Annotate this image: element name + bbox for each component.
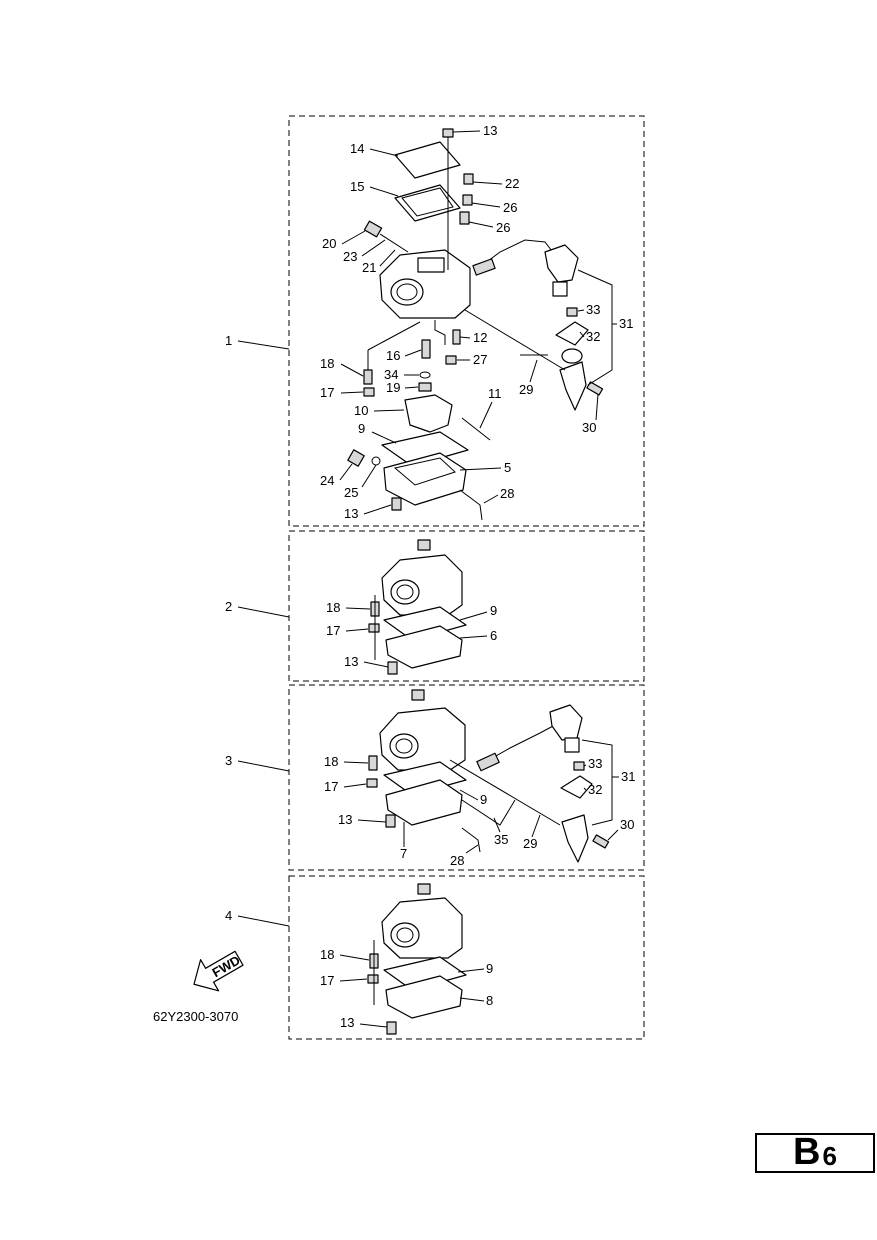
group-label: 3 <box>225 753 232 768</box>
callout-label: 32 <box>586 329 600 344</box>
choke-lever-part <box>561 814 589 863</box>
callout-label: 29 <box>523 836 537 851</box>
spring-part <box>459 211 470 225</box>
callout-label: 31 <box>619 316 633 331</box>
callout-label: 17 <box>326 623 340 638</box>
float-chamber-part <box>385 779 463 826</box>
callout-label: 28 <box>500 486 514 501</box>
callout-label: 9 <box>358 421 365 436</box>
choke-cable-part <box>479 239 556 268</box>
figure-code: 62Y2300-3070 <box>153 1009 238 1024</box>
callout-label: 13 <box>483 123 497 138</box>
cover-plate-part <box>394 141 461 179</box>
callout-label: 30 <box>582 420 596 435</box>
group-labels: 1 2 3 4 <box>225 333 290 927</box>
callout-label: 29 <box>519 382 533 397</box>
callout-label: 5 <box>504 460 511 475</box>
callout-label: 8 <box>486 993 493 1008</box>
callout-label: 11 <box>488 386 502 401</box>
group-box-4 <box>288 875 645 1040</box>
group-box-3 <box>288 684 645 871</box>
group-box-2 <box>288 530 645 682</box>
callout-label: 26 <box>496 220 510 235</box>
callout-label: 18 <box>326 600 340 615</box>
callout-label: 12 <box>473 330 487 345</box>
choke-lever-part <box>559 361 587 411</box>
callout-label: 30 <box>620 817 634 832</box>
callout-label: 13 <box>344 654 358 669</box>
callout-label: 24 <box>320 473 334 488</box>
callout-label: 34 <box>384 367 398 382</box>
page-code-letter: B <box>793 1131 821 1173</box>
choke-plunger-part <box>549 704 583 741</box>
page-code-number: 6 <box>822 1141 837 1171</box>
callout-label: 33 <box>586 302 600 317</box>
callout-label: 32 <box>588 782 602 797</box>
callout-label: 16 <box>386 348 400 363</box>
callouts-group-4: 18 9 17 8 13 <box>320 947 493 1030</box>
spring-part <box>462 194 473 206</box>
screw-part <box>442 128 454 138</box>
callout-label: 18 <box>320 947 334 962</box>
callout-label: 17 <box>320 385 334 400</box>
callout-label: 14 <box>350 141 364 156</box>
group-box-1 <box>288 115 645 527</box>
callout-label: 35 <box>494 832 508 847</box>
callout-label: 22 <box>505 176 519 191</box>
callout-label: 13 <box>344 506 358 521</box>
callout-label: 13 <box>340 1015 354 1030</box>
callout-label: 9 <box>480 792 487 807</box>
float-gasket-part <box>383 606 467 641</box>
callout-label: 6 <box>490 628 497 643</box>
group-3-parts <box>366 689 610 863</box>
float-gasket-part <box>381 431 469 467</box>
callout-label: 26 <box>503 200 517 215</box>
callout-label: 7 <box>400 846 407 861</box>
callout-label: 20 <box>322 236 336 251</box>
fwd-arrow-icon: FWD <box>193 950 244 992</box>
group-1-parts <box>347 128 604 521</box>
callouts-group-2: 18 9 17 6 13 <box>326 600 497 669</box>
callout-label: 17 <box>320 973 334 988</box>
callout-label: 31 <box>621 769 635 784</box>
callout-label: 17 <box>324 779 338 794</box>
callout-label: 15 <box>350 179 364 194</box>
bracket-part <box>560 775 593 799</box>
callout-label: 23 <box>343 249 357 264</box>
float-gasket-part <box>383 761 467 796</box>
hose-part <box>461 799 516 826</box>
group-label: 4 <box>225 908 232 923</box>
callout-label: 9 <box>486 961 493 976</box>
callout-label: 18 <box>324 754 338 769</box>
callout-label: 13 <box>338 812 352 827</box>
group-label: 2 <box>225 599 232 614</box>
callout-label: 25 <box>344 485 358 500</box>
callout-label: 27 <box>473 352 487 367</box>
callout-label: 21 <box>362 260 376 275</box>
callout-label: 10 <box>354 403 368 418</box>
callouts-group-3: 18 33 31 17 32 9 13 30 35 29 7 28 <box>324 739 635 868</box>
callout-label: 19 <box>386 380 400 395</box>
page-code-badge: B 6 <box>755 1133 875 1173</box>
callout-label: 28 <box>450 853 464 868</box>
group-label: 1 <box>225 333 232 348</box>
float-chamber-part <box>383 452 467 506</box>
group-2-parts <box>368 539 467 675</box>
callout-label: 9 <box>490 603 497 618</box>
callout-label: 33 <box>588 756 602 771</box>
callout-label: 18 <box>320 356 334 371</box>
float-chamber-part <box>385 625 463 669</box>
bracket-part <box>555 321 589 346</box>
callouts-group-1: 13 14 22 15 26 26 20 23 21 33 31 32 12 1… <box>320 123 633 521</box>
float-gasket-part <box>383 956 467 991</box>
screw-part <box>463 173 474 185</box>
choke-plunger-part <box>544 244 579 283</box>
group-4-parts <box>367 883 467 1035</box>
float-chamber-part <box>385 975 463 1019</box>
float-part <box>404 394 453 433</box>
